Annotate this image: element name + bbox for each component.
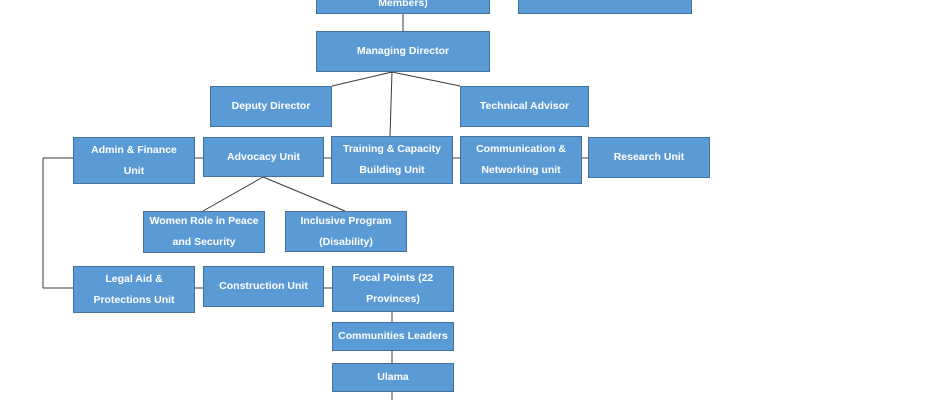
research-unit-box: Research Unit (588, 137, 710, 178)
connector-advocacy-inclusive (262, 176, 346, 212)
inclusive-program-label: Inclusive Program (Disability) (300, 214, 392, 248)
ulama-label: Ulama (377, 371, 409, 383)
board-members-box: Members) (316, 0, 490, 14)
top-right-box (518, 0, 692, 14)
advocacy-unit-box: Advocacy Unit (203, 137, 324, 177)
admin-finance-box: Admin & Finance Unit (73, 137, 195, 184)
managing-director-box: Managing Director (316, 31, 490, 72)
communication-unit-label: Communication & Networking unit (476, 143, 566, 176)
communities-leaders-box: Communities Leaders (332, 322, 454, 351)
focal-points-box: Focal Points (22 Provinces) (332, 266, 454, 312)
deputy-director-label: Deputy Director (231, 100, 311, 112)
connector-md-advisor (391, 71, 461, 87)
legal-aid-box: Legal Aid & Protections Unit (73, 266, 195, 313)
construction-unit-label: Construction Unit (219, 280, 308, 292)
women-role-box: Women Role in Peace and Security (143, 211, 265, 253)
technical-advisor-label: Technical Advisor (479, 100, 570, 112)
ulama-box: Ulama (332, 363, 454, 392)
focal-points-label: Focal Points (22 Provinces) (352, 272, 434, 305)
deputy-director-box: Deputy Director (210, 86, 332, 127)
managing-director-label: Managing Director (356, 45, 450, 57)
admin-finance-label: Admin & Finance Unit (91, 143, 177, 177)
training-unit-label: Training & Capacity Building Unit (342, 143, 442, 176)
connector-md-deputy (331, 71, 393, 87)
inclusive-program-box: Inclusive Program (Disability) (285, 211, 407, 252)
women-role-label: Women Role in Peace and Security (149, 215, 259, 248)
legal-aid-label: Legal Aid & Protections Unit (93, 272, 175, 306)
communication-unit-box: Communication & Networking unit (460, 136, 582, 184)
connector-advocacy-women (202, 176, 264, 212)
technical-advisor-box: Technical Advisor (460, 86, 589, 127)
connector-md-training (389, 71, 393, 137)
communities-leaders-label: Communities Leaders (338, 330, 448, 342)
board-members-label: Members) (378, 0, 428, 9)
research-unit-label: Research Unit (613, 151, 685, 163)
construction-unit-box: Construction Unit (203, 266, 324, 307)
training-unit-box: Training & Capacity Building Unit (331, 136, 453, 184)
advocacy-unit-label: Advocacy Unit (227, 150, 300, 163)
